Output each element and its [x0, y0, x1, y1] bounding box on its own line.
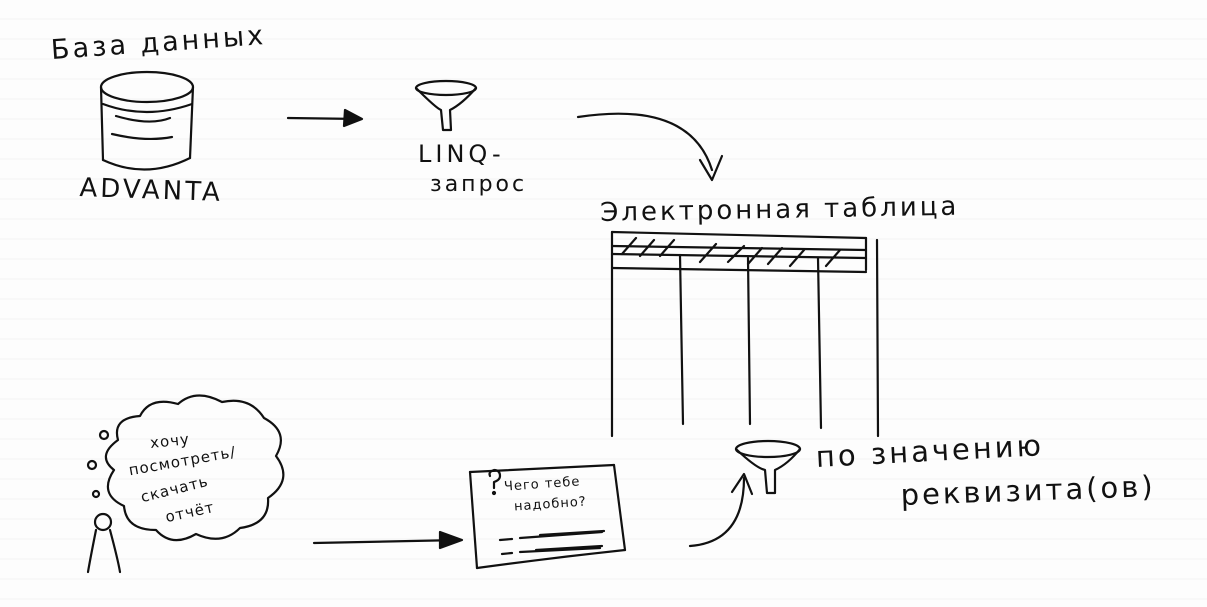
request-form: [468, 463, 627, 570]
spreadsheet-grid: [610, 230, 880, 438]
thought-bubble: [86, 394, 285, 542]
arrow-form-to-filter: [688, 472, 754, 548]
user-figure: [86, 512, 122, 574]
funnel-icon: [414, 79, 478, 132]
query-label-line2: запрос: [430, 172, 528, 197]
funnel-value-icon: [734, 439, 802, 495]
database-cylinder-icon: [99, 70, 195, 171]
query-label-line1: LINQ-: [418, 140, 505, 168]
arrow-db-to-query: [286, 108, 364, 128]
arrow-query-to-spreadsheet: [576, 112, 724, 182]
spreadsheet-title: Электронная таблица: [600, 191, 960, 228]
arrow-user-to-form: [312, 530, 464, 550]
database-name: ADVANTA: [78, 173, 224, 208]
